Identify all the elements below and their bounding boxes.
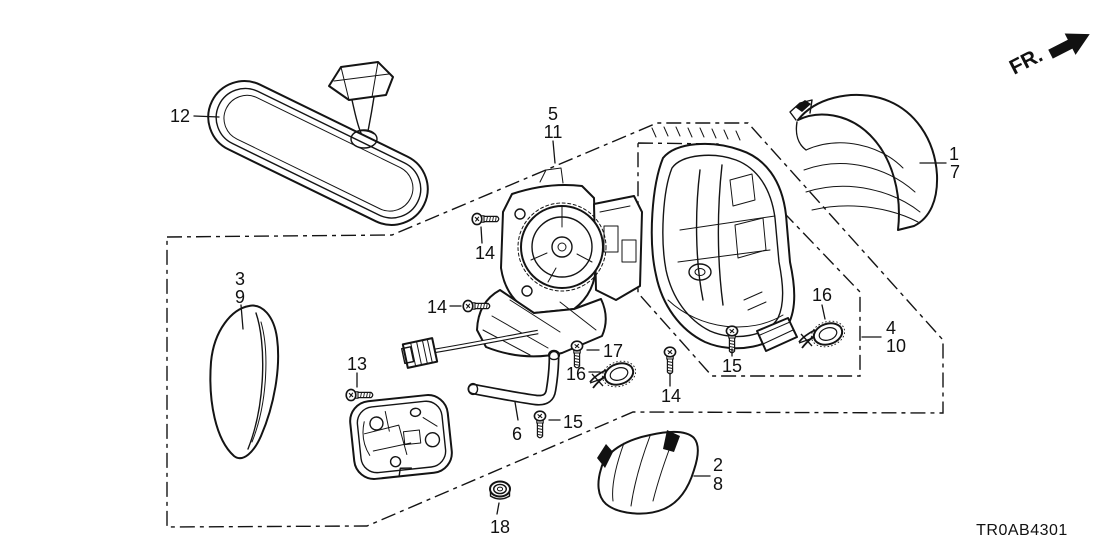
screw-14-lower	[663, 346, 677, 375]
callout-4: 4	[886, 318, 896, 338]
harness-connector	[401, 337, 439, 369]
callout-16-right: 16	[812, 285, 832, 305]
callout-5: 5	[548, 104, 558, 124]
callout-14-lower: 14	[661, 386, 681, 406]
callout-10: 10	[886, 336, 906, 356]
callout-11: 11	[544, 122, 563, 142]
callout-8: 8	[713, 474, 723, 494]
callout-6: 6	[512, 424, 522, 444]
callout-9: 9	[235, 287, 245, 307]
callout-7: 7	[950, 162, 960, 182]
part-6-tube-and-harness	[401, 329, 561, 406]
fr-arrow-icon	[1048, 33, 1090, 59]
callout-15-right: 15	[722, 356, 742, 376]
callout-14-top: 14	[475, 243, 495, 263]
fr-label: FR.	[1006, 44, 1047, 80]
front-direction-indicator: FR.	[1006, 33, 1090, 80]
diagram-code: TR0AB4301	[976, 522, 1068, 539]
part-4-10-mirror-housing	[650, 142, 796, 350]
clip-16-left	[589, 356, 640, 392]
part-base-plate	[349, 394, 453, 480]
callout-13: 13	[347, 354, 367, 374]
callout-18: 18	[490, 517, 510, 537]
callout-17: 17	[603, 341, 623, 361]
callout-12: 12	[170, 106, 190, 126]
rubber-pad	[756, 317, 798, 352]
part-5-11-mirror-actuator	[476, 167, 643, 358]
part-12-inside-mirror	[207, 61, 429, 226]
callout-1: 1	[949, 144, 959, 164]
part-3-9-mirror-glass	[209, 304, 280, 460]
callout-15-left: 15	[563, 412, 583, 432]
callout-2: 2	[713, 455, 723, 475]
callout-boundary-outer	[166, 122, 944, 528]
callout-14-left: 14	[427, 297, 447, 317]
screw-13	[345, 388, 374, 402]
callout-3: 3	[235, 269, 245, 289]
screw-14-top	[471, 212, 500, 226]
part-1-7-mirror-cover-cap	[789, 94, 939, 231]
leader-lines	[193, 115, 947, 515]
part-2-8-mirror-visor-cover	[597, 430, 699, 515]
callout-16-left: 16	[566, 364, 586, 384]
nut-18	[489, 480, 511, 500]
screw-15-left	[533, 410, 547, 439]
texture-ticks	[651, 126, 741, 141]
callouts: 12 5 11 1 7 3 9 13 14 14 14 15 15 16 16 …	[170, 104, 960, 537]
clip-16-right	[798, 316, 849, 352]
mirror-mount-knob	[328, 61, 394, 101]
